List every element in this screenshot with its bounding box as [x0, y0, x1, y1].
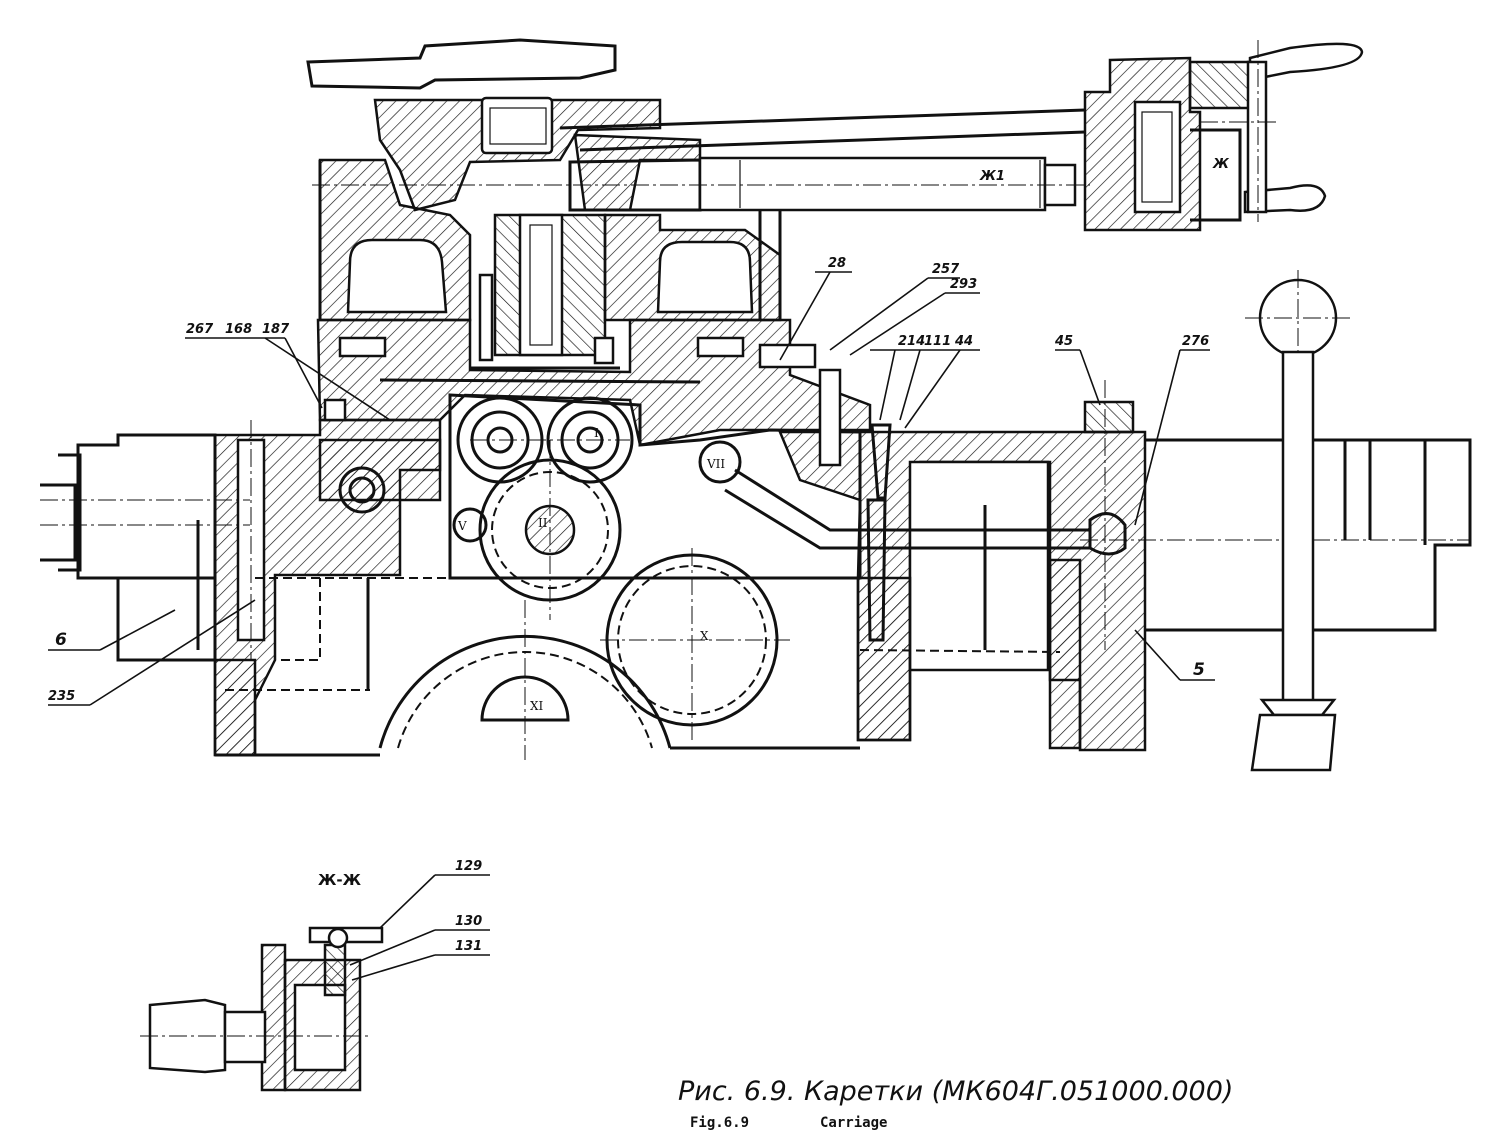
label-214: 214 — [898, 334, 925, 349]
shaft-xi: XI — [530, 699, 544, 713]
label-235: 235 — [48, 689, 75, 704]
caption-fig-number: Fig.6.9 — [690, 1115, 749, 1131]
label-276: 276 — [1182, 334, 1209, 349]
marker-zh1: Ж1 — [979, 169, 1005, 184]
label-131: 131 — [455, 939, 482, 954]
figure-caption: Рис. 6.9. Каретки (МК604Г.051000.000) Fi… — [678, 1076, 1233, 1131]
fasteners — [196, 273, 987, 690]
section-title: Ж-Ж — [318, 871, 362, 889]
shaft-i: I — [594, 426, 599, 440]
main-casing — [40, 318, 1472, 757]
label-187: 187 — [262, 322, 290, 337]
caption-russian: Рис. 6.9. Каретки (МК604Г.051000.000) — [678, 1076, 1233, 1107]
control-rod-assembly — [312, 40, 1364, 232]
label-111: 111 — [924, 334, 951, 349]
callout-leaders — [48, 271, 1215, 706]
label-5: 5 — [1193, 660, 1205, 680]
label-6: 6 — [55, 630, 67, 650]
shaft-x: X — [700, 629, 709, 643]
view-markers: Ж1 Ж Ж-Ж — [318, 157, 1230, 889]
lever-handle — [1245, 270, 1350, 772]
marker-zh-arrow: Ж — [1212, 157, 1230, 172]
label-267: 267 — [186, 322, 214, 337]
shaft-roman-labels: I II V VI VII X XI — [457, 426, 725, 713]
label-44: 44 — [954, 334, 973, 349]
shaft-ii: II — [538, 516, 548, 530]
caption-title-english: Carriage — [820, 1115, 887, 1131]
label-45: 45 — [1054, 334, 1073, 349]
shaft-vii: VII — [706, 457, 725, 471]
label-130: 130 — [455, 914, 482, 929]
upper-housing — [306, 38, 782, 357]
label-257: 257 — [932, 262, 960, 277]
callout-labels: 6 235 267 168 187 28 257 293 214 111 44 … — [48, 256, 1209, 954]
label-129: 129 — [455, 859, 482, 874]
label-28: 28 — [828, 256, 846, 271]
label-293: 293 — [950, 277, 977, 292]
label-168: 168 — [225, 322, 252, 337]
gear-train — [338, 396, 1127, 760]
shaft-v: V — [457, 519, 467, 533]
section-zh-zh — [140, 874, 490, 1092]
